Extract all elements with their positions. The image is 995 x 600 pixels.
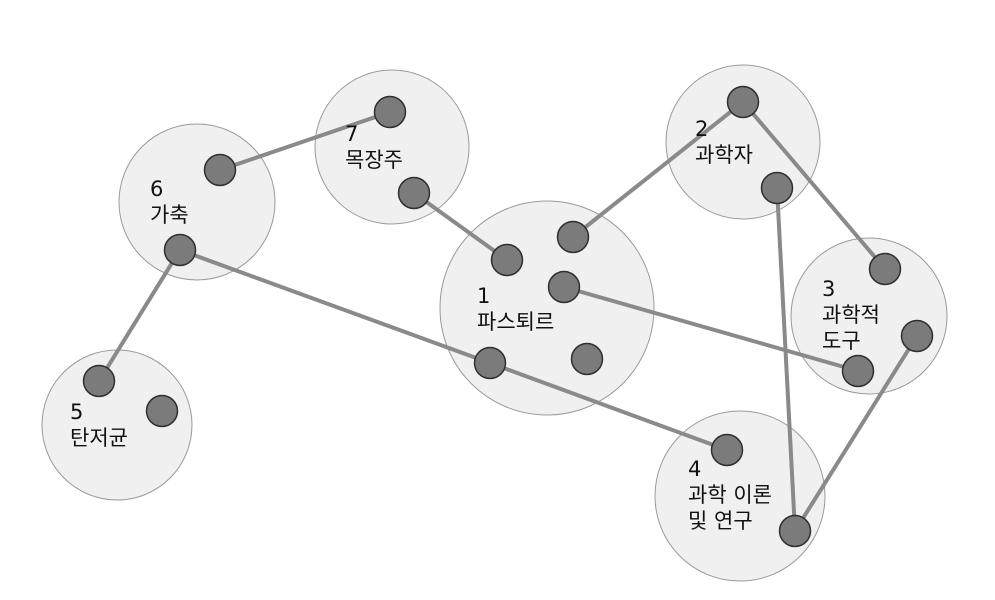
cluster-number: 4 bbox=[688, 457, 701, 481]
cluster-name-line: 과학 이론 bbox=[688, 483, 772, 507]
edge bbox=[741, 100, 887, 271]
node bbox=[373, 95, 407, 129]
cluster-number: 1 bbox=[477, 284, 490, 308]
cluster-name-line: 및 연구 bbox=[688, 509, 753, 533]
cluster-name-line: 목장주 bbox=[345, 148, 403, 172]
cluster-name-line: 과학적 bbox=[822, 303, 880, 327]
node bbox=[570, 342, 604, 376]
cluster-number: 2 bbox=[695, 117, 708, 141]
edge bbox=[412, 191, 509, 262]
edge bbox=[488, 361, 729, 452]
node bbox=[556, 220, 590, 254]
cluster-number: 5 bbox=[70, 400, 83, 424]
node bbox=[490, 243, 524, 277]
cluster-number: 6 bbox=[150, 177, 163, 201]
edge bbox=[793, 334, 919, 533]
node bbox=[760, 171, 794, 205]
node bbox=[547, 270, 581, 304]
cluster-name-line: 과학자 bbox=[695, 143, 753, 167]
cluster-name-line: 가축 bbox=[150, 203, 189, 227]
node bbox=[163, 233, 197, 267]
edge bbox=[178, 248, 492, 365]
node bbox=[82, 364, 116, 398]
node bbox=[397, 176, 431, 210]
node bbox=[900, 319, 934, 353]
node bbox=[841, 354, 875, 388]
cluster-3 bbox=[790, 237, 948, 395]
node bbox=[868, 252, 902, 286]
node bbox=[726, 85, 760, 119]
node bbox=[145, 394, 179, 428]
edge bbox=[562, 285, 860, 373]
node bbox=[203, 153, 237, 187]
cluster-number: 3 bbox=[822, 277, 835, 301]
node-layer bbox=[82, 85, 934, 548]
node bbox=[710, 433, 744, 467]
cluster-name-line: 도구 bbox=[822, 329, 861, 353]
edge bbox=[97, 248, 182, 383]
edge bbox=[218, 110, 392, 172]
edge bbox=[775, 186, 797, 533]
node bbox=[778, 514, 812, 548]
cluster-name-line: 탄저균 bbox=[70, 426, 128, 450]
cluster-7 bbox=[314, 69, 470, 225]
cluster-number: 7 bbox=[345, 122, 358, 146]
edge bbox=[571, 100, 745, 239]
cluster-name-line: 파스퇴르 bbox=[477, 310, 554, 334]
edge-layer bbox=[97, 100, 919, 533]
node bbox=[473, 346, 507, 380]
